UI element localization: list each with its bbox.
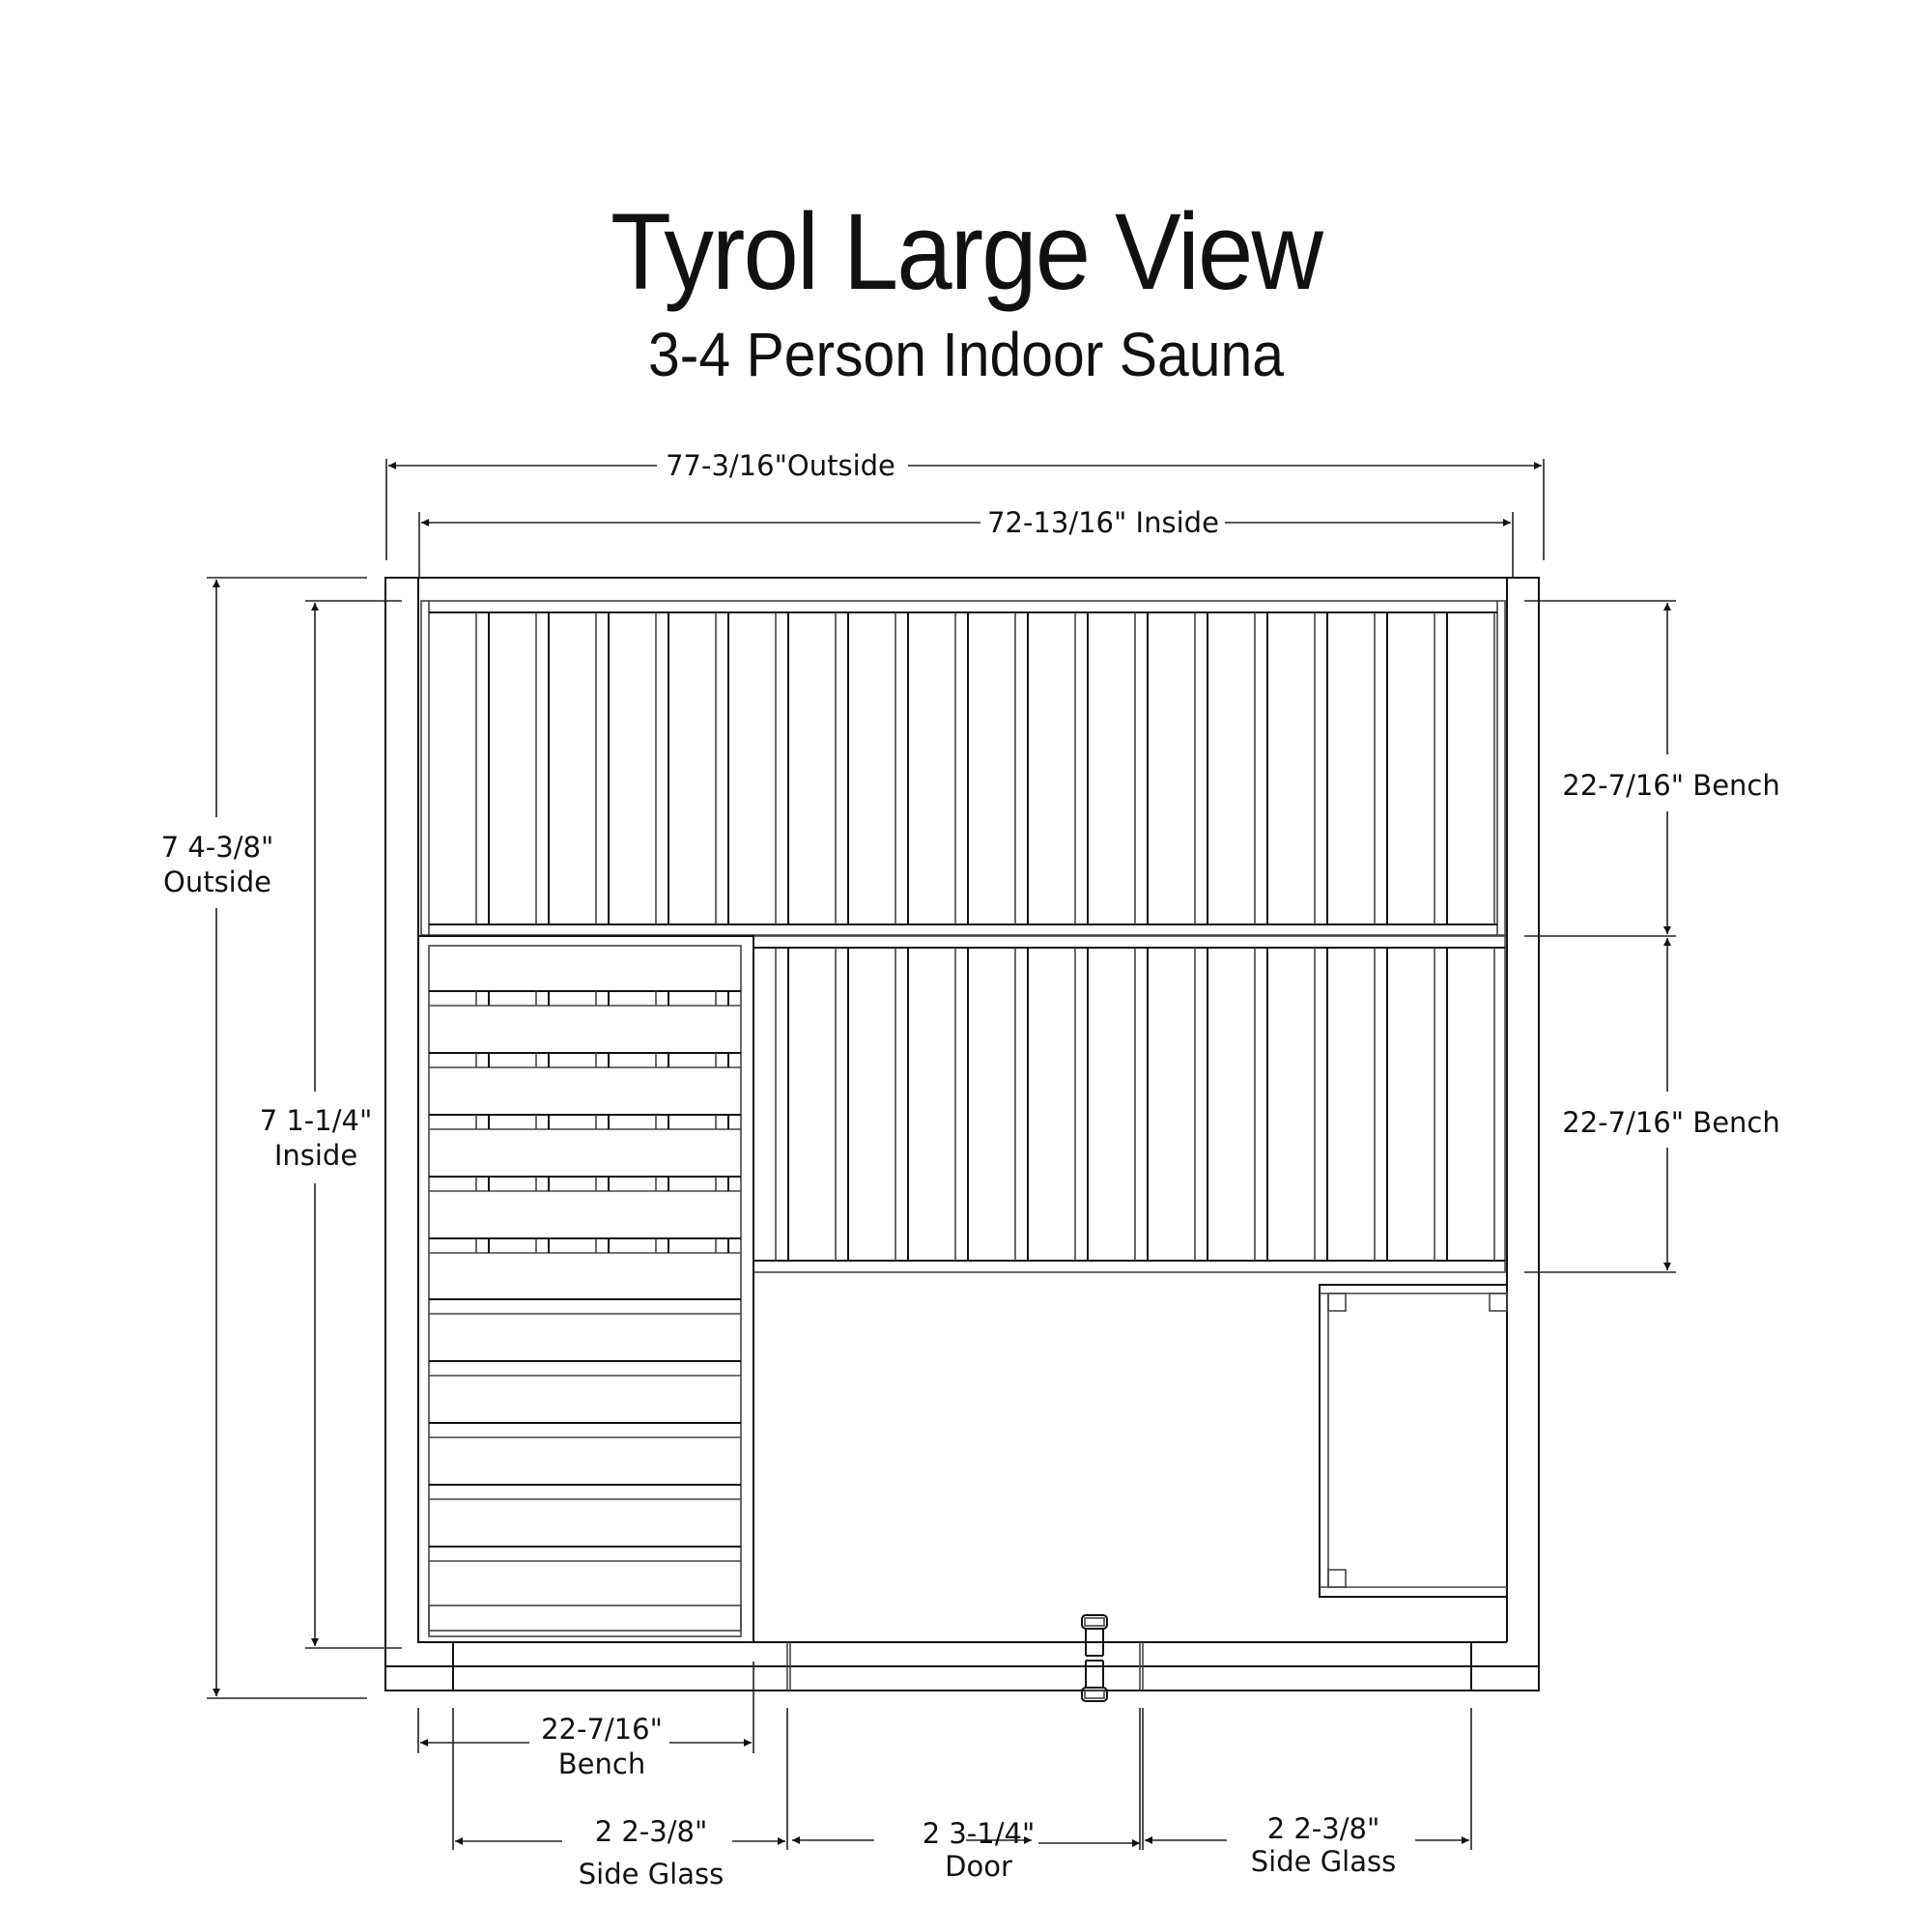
side-bench-label: Bench — [558, 1747, 645, 1780]
left-side-glass-value: 2 2-3/8" — [595, 1815, 708, 1848]
dim-lower-bench: 22-7/16" Bench — [1524, 938, 1780, 1273]
lower-bench-label: 22-7/16" Bench — [1562, 1106, 1780, 1139]
upper-bench — [420, 600, 1508, 936]
dim-outside-width: 77-3/16"Outside — [385, 449, 1545, 560]
door-label: Door — [945, 1850, 1012, 1883]
dim-outside-height: 7 4-3/8" Outside — [161, 577, 367, 1699]
side-bench-value: 22-7/16" — [541, 1713, 663, 1746]
dim-left-side-glass: 2 2-3/8" Side Glass — [452, 1708, 788, 1890]
dim-inside-width: 72-13/16" Inside — [418, 506, 1514, 578]
dim-side-bench: 22-7/16" Bench — [417, 1662, 754, 1780]
outside-width-label: 77-3/16"Outside — [666, 449, 895, 482]
outside-height-value: 7 4-3/8" — [161, 831, 274, 864]
door-value: 2 3-1/4" — [923, 1817, 1036, 1850]
door-handle-icon — [1081, 1614, 1108, 1702]
right-side-glass-label: Side Glass — [1251, 1845, 1396, 1878]
outer-frame — [384, 577, 1540, 1691]
outside-height-label: Outside — [163, 866, 271, 898]
left-side-glass-label: Side Glass — [579, 1858, 724, 1890]
dim-right-side-glass: 2 2-3/8" Side Glass — [1145, 1708, 1472, 1878]
upper-bench-label: 22-7/16" Bench — [1562, 769, 1780, 802]
page-subtitle: 3-4 Person Indoor Sauna — [648, 320, 1284, 389]
side-bench — [417, 935, 754, 1643]
dim-upper-bench: 22-7/16" Bench — [1524, 600, 1780, 937]
dim-door: 2 3-1/4" Door — [792, 1708, 1144, 1883]
inside-width-label: 72-13/16" Inside — [987, 506, 1219, 539]
heater — [1319, 1284, 1508, 1598]
inside-height-label: Inside — [274, 1139, 357, 1172]
inside-height-value: 7 1-1/4" — [260, 1104, 373, 1137]
lower-bench — [753, 935, 1508, 1273]
page-title: Tyrol Large View — [610, 191, 1323, 312]
right-side-glass-value: 2 2-3/8" — [1267, 1812, 1380, 1845]
dim-inside-height: 7 1-1/4" Inside — [260, 600, 402, 1649]
front-base — [385, 1641, 1539, 1690]
